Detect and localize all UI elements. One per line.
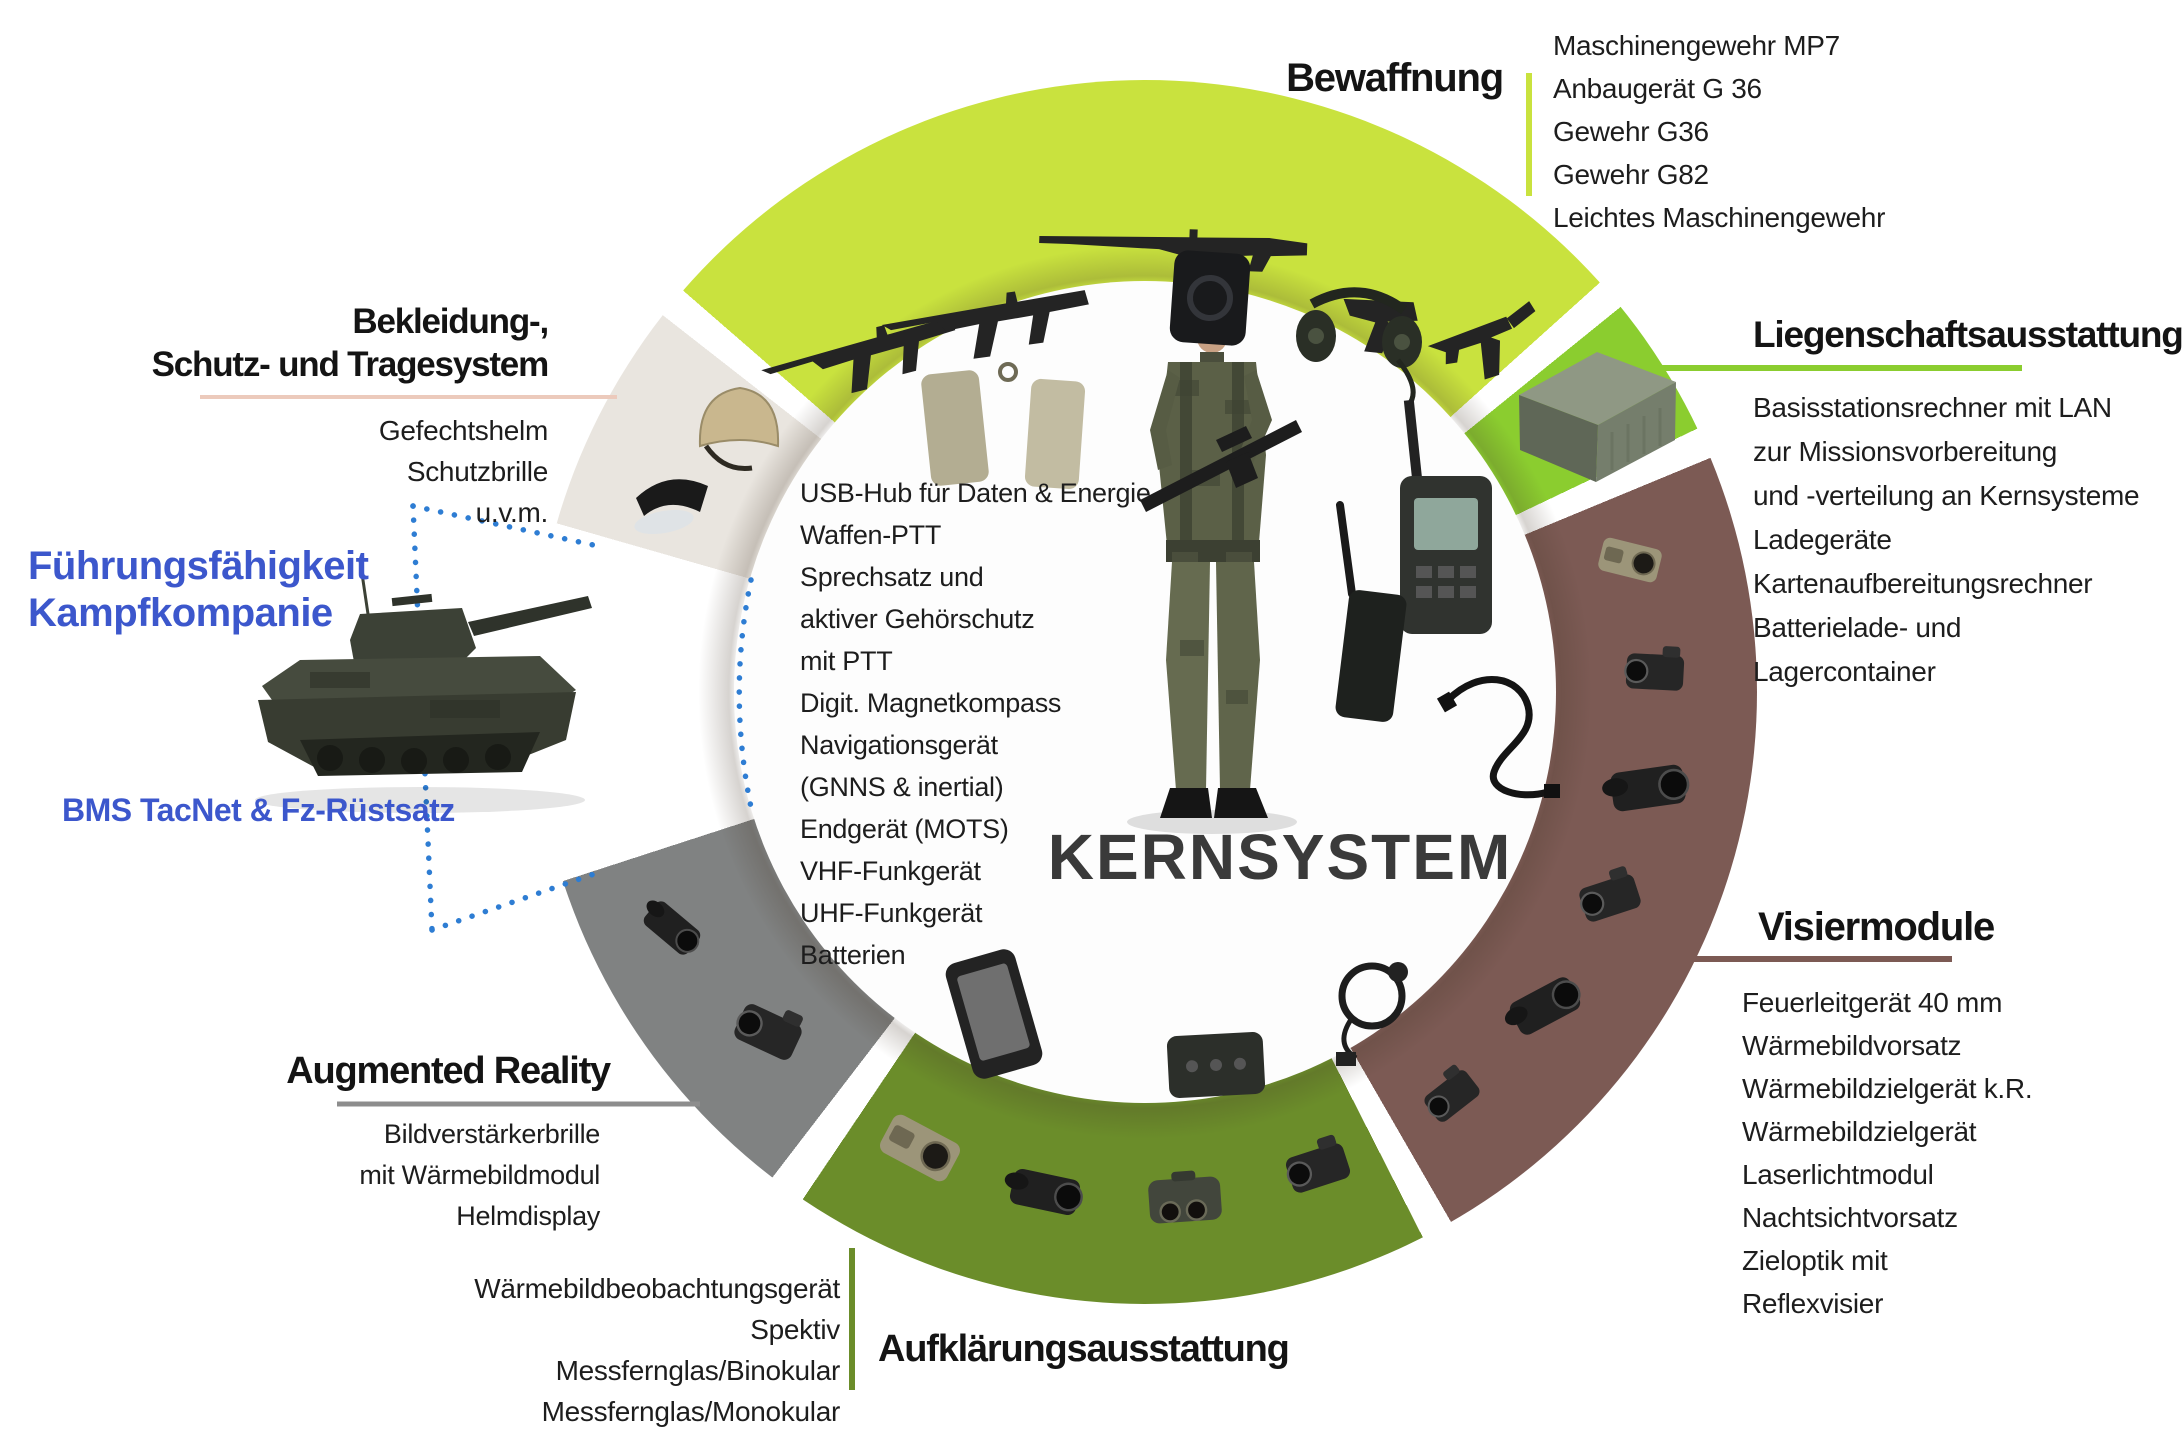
thermal-observation-device-illustration: [875, 1110, 965, 1186]
visiermodule-item: Laserlichtmodul: [1742, 1159, 1934, 1190]
cable-illustration: [1436, 675, 1560, 799]
night-vision-goggle-illustration: [634, 893, 707, 961]
bekleidung-item: Schutzbrille: [406, 456, 548, 487]
bekleidung-list: Gefechtshelm Schutzbrille u.v.m.: [240, 410, 548, 533]
aufklaerung-list: Wärmebildbeobachtungsgerät Spektiv Messf…: [400, 1268, 840, 1432]
ring-inner-circle: [734, 281, 1556, 1103]
container-illustration: [1519, 352, 1676, 482]
bewaffnung-item: Anbaugerät G 36: [1553, 73, 1762, 104]
sight-device-illustration: [1572, 862, 1644, 926]
kernsystem-title: KERNSYSTEM: [1047, 821, 1513, 893]
augmented-reality-heading: Augmented Reality: [286, 1050, 611, 1092]
spotting-scope-illustration: [998, 1164, 1087, 1219]
aufklaerung-item: Messfernglas/Monokular: [541, 1396, 841, 1427]
mp7-silhouette: [1424, 300, 1551, 394]
augmented-reality-item: mit Wärmebildmodul: [359, 1160, 600, 1190]
fuehrung-wedge-inner-dotted-arc: [736, 577, 755, 815]
visiermodule-list: Feuerleitgerät 40 mm Wärmebildvorsatz Wä…: [1742, 981, 2033, 1325]
kernsystem-item: aktiver Gehörschutz: [800, 604, 1035, 634]
visiermodule-item: Wärmebildzielgerät: [1742, 1116, 1977, 1147]
kernsystem-item: Navigationsgerät: [800, 730, 998, 760]
protective-goggles-illustration: [634, 479, 708, 535]
sight-device-illustration: [1623, 642, 1687, 693]
pouch-illustration: [921, 362, 1086, 490]
aufklaerung-heading: Aufklärungsausstattung: [878, 1328, 1290, 1370]
bewaffnung-item: Maschinengewehr MP7: [1553, 30, 1840, 61]
sight-device-illustration: [1414, 1060, 1484, 1127]
puma-vehicle-illustration: [255, 559, 592, 813]
liegenschaft-item: Kartenaufbereitungsrechner: [1753, 568, 2093, 599]
fuehrung-heading-line2: Kampfkompanie: [28, 591, 333, 635]
fuehrung-heading: Führungsfähigkeit Kampfkompanie: [28, 543, 369, 637]
visiermodule-item: Nachtsichtvorsatz: [1742, 1202, 1958, 1233]
fuehrung-caption: BMS TacNet & Fz-Rüstsatz: [62, 792, 455, 828]
sight-device-illustration: [1498, 971, 1588, 1043]
fuehrung-wedge-top-dotted-line: [410, 503, 601, 549]
liegenschaft-item: Ladegeräte: [1753, 524, 1892, 555]
kernsystem-list: USB-Hub für Daten & Energie Waffen-PTT S…: [800, 472, 1151, 976]
rifle-g82-silhouette: [1038, 224, 1308, 281]
kernsystem-item: USB-Hub für Daten & Energie: [800, 478, 1151, 508]
bekleidung-heading-line2: Schutz- und Tragesystem: [151, 345, 550, 384]
bewaffnung-item: Gewehr G36: [1553, 116, 1709, 147]
battery-module-illustration: [1166, 1032, 1266, 1098]
bewaffnung-heading: Bewaffnung: [1286, 56, 1504, 100]
bekleidung-heading: Bekleidung-, Schutz- und Tragesystem: [140, 300, 550, 386]
liegenschaft-heading: Liegenschaftsausstattung: [1753, 314, 2184, 355]
kernsystem-item: VHF-Funkgerät: [800, 856, 981, 886]
bekleidung-item: u.v.m.: [475, 497, 549, 528]
augmented-reality-item: Helmdisplay: [456, 1201, 600, 1231]
bewaffnung-item: Gewehr G82: [1553, 159, 1709, 190]
augmented-reality-item: Bildverstärkerbrille: [383, 1119, 600, 1149]
bekleidung-item: Gefechtshelm: [378, 415, 548, 446]
liegenschaft-item: Basisstationsrechner mit LAN: [1753, 392, 2112, 423]
visiermodule-item: Feuerleitgerät 40 mm: [1742, 987, 2003, 1018]
visiermodule-item: Reflexvisier: [1742, 1288, 1884, 1319]
augmented-reality-list: Bildverstärkerbrille mit Wärmebildmodul …: [260, 1114, 600, 1237]
headset-illustration: [1296, 287, 1422, 408]
kernsystem-item: UHF-Funkgerät: [800, 898, 983, 928]
kernsystem-item: Batterien: [800, 940, 906, 970]
kernsystem-item: Endgerät (MOTS): [800, 814, 1009, 844]
kernsystem-item: Waffen-PTT: [800, 520, 942, 550]
binocular-illustration: [1145, 1167, 1224, 1226]
earpiece-illustration: [1336, 962, 1408, 1066]
liegenschaft-item: zur Missionsvorbereitung: [1753, 436, 2058, 467]
kernsystem-item: Digit. Magnetkompass: [800, 688, 1062, 718]
helmet-display-illustration: [729, 991, 810, 1064]
liegenschaft-item: Lagercontainer: [1753, 656, 1936, 687]
aufklaerung-item: Messfernglas/Binokular: [555, 1355, 841, 1386]
bewaffnung-item: Leichtes Maschinengewehr: [1553, 202, 1886, 233]
bewaffnung-list: Maschinengewehr MP7 Anbaugerät G 36 Gewe…: [1553, 24, 1885, 239]
fuehrung-wedge-bottom-dotted-line: [429, 870, 600, 933]
visiermodule-item: Wärmebildvorsatz: [1742, 1030, 1962, 1061]
phone-illustration: [945, 949, 1043, 1079]
aufklaerung-item: Spektiv: [750, 1314, 840, 1345]
sight-device-illustration: [1598, 761, 1692, 815]
visiermodule-item: Wärmebildzielgerät k.R.: [1742, 1073, 2033, 1104]
radio-illustration: [1400, 399, 1492, 634]
aufklaerung-item: Wärmebildbeobachtungsgerät: [474, 1273, 840, 1304]
liegenschaft-item: und -verteilung an Kernsysteme: [1753, 480, 2140, 511]
handheld-radio-illustration: [1335, 501, 1407, 722]
monocular-illustration: [1278, 1131, 1354, 1197]
liegenschaft-item: Batterielade- und: [1753, 612, 1962, 643]
kernsystem-item: mit PTT: [800, 646, 893, 676]
combat-helmet-illustration: [698, 386, 780, 472]
liegenschaft-list: Basisstationsrechner mit LAN zur Mission…: [1753, 386, 2140, 694]
visiermodule-heading: Visiermodule: [1758, 905, 1995, 949]
sight-device-illustration: [1595, 535, 1665, 585]
fuehrung-heading-line1: Führungsfähigkeit: [28, 544, 369, 588]
chest-pouch-illustration: [1169, 250, 1251, 346]
kernsystem-item: Sprechsatz und: [800, 562, 984, 592]
kernsystem-item: (GNNS & inertial): [800, 772, 1004, 802]
visiermodule-item: Zieloptik mit: [1742, 1245, 1888, 1276]
soldier-illustration: [1127, 290, 1302, 834]
bekleidung-heading-line1: Bekleidung-,: [352, 302, 549, 341]
